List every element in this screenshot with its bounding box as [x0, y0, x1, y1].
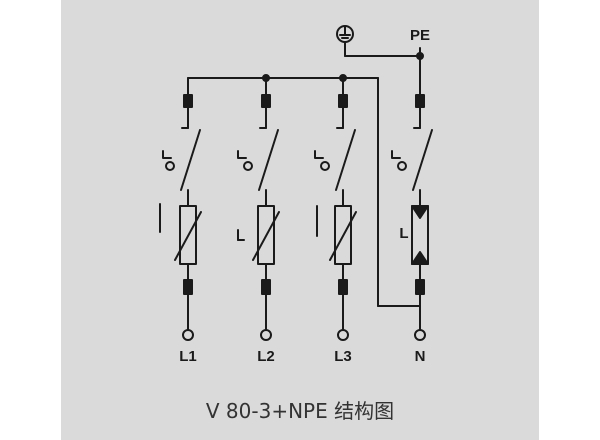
terminal-label-l1: L1 [179, 348, 197, 365]
terminal-label-l2: L2 [257, 348, 275, 365]
ground-symbol [336, 25, 354, 57]
diagram-caption: V 80-3+NPE 结构图 [206, 399, 394, 423]
module-l1 [159, 77, 202, 341]
module-n [391, 55, 433, 341]
pe-connection [344, 47, 424, 60]
module-l2 [237, 77, 280, 341]
gdt-marker-label: L [399, 225, 408, 242]
module-l3 [314, 77, 357, 341]
pe-label: PE [410, 27, 430, 44]
terminal-label-n: N [415, 348, 426, 365]
terminal-label-l3: L3 [334, 348, 352, 365]
common-bus [187, 74, 421, 307]
diagram-panel [61, 0, 539, 440]
